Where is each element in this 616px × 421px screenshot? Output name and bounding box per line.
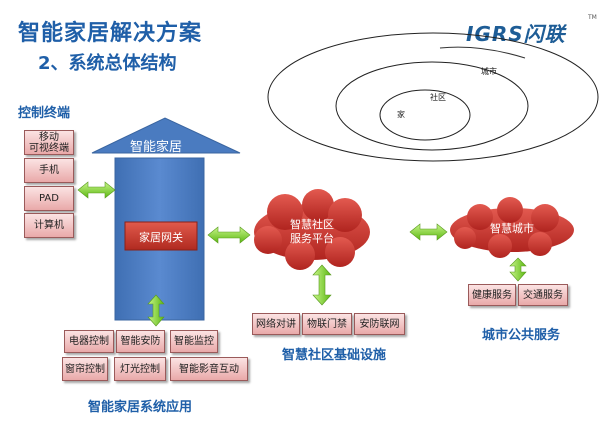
arrow-city-services [509, 257, 527, 282]
community-infra-title: 智慧社区基础设施 [282, 348, 387, 363]
smart-city-label: 智慧城市 [490, 222, 534, 235]
community-cloud-line2: 服务平台 [290, 232, 334, 245]
app-av-interaction: 智能影音互动 [170, 357, 248, 381]
igrs-logo: IGRS闪联 [466, 22, 566, 46]
app-lighting-control: 灯光控制 [114, 357, 166, 381]
city-ring [267, 32, 599, 162]
ring-label-city: 城市 [481, 67, 497, 76]
house-roof [91, 117, 241, 154]
control-terminal-title: 控制终端 [18, 106, 71, 121]
arrow-home-apps [147, 294, 165, 327]
terminal-mobile: 移动 可视终端 [24, 130, 74, 155]
infra-intercom: 网络对讲 [252, 313, 300, 335]
cloud-city [450, 197, 574, 258]
app-curtain-control: 窗帘控制 [62, 357, 108, 381]
trademark: TM [588, 14, 597, 21]
home-apps-title: 智能家居系统应用 [88, 400, 193, 415]
infra-access-control: 物联门禁 [302, 313, 352, 335]
arrow-community-city [409, 223, 448, 241]
slide-title: 智能家居解决方案 [18, 21, 203, 46]
arrow-gateway-community [207, 226, 251, 244]
gateway-label: 家居网关 [139, 231, 183, 244]
infra-security-network: 安防联网 [354, 313, 405, 335]
ring-label-home: 家 [397, 110, 405, 119]
community-platform-label: 智慧社区 服务平台 [280, 218, 344, 246]
terminal-pad: PAD [24, 186, 74, 211]
city-services-title: 城市公共服务 [482, 328, 561, 343]
smart-home-label: 智能家居 [130, 140, 183, 155]
app-smart-monitoring: 智能监控 [170, 330, 218, 353]
slide-subtitle: 2、系统总体结构 [38, 53, 177, 74]
gateway-box [124, 221, 198, 251]
header-line [439, 46, 526, 59]
arrow-community-infra [312, 264, 332, 306]
terminal-computer: 计算机 [24, 213, 74, 238]
terminal-phone: 手机 [24, 158, 74, 183]
app-smart-security: 智能安防 [116, 330, 165, 353]
community-cloud-line1: 智慧社区 [290, 218, 334, 231]
arrow-control-home [77, 181, 116, 199]
cloud-community [254, 189, 370, 270]
city-traffic-service: 交通服务 [518, 284, 568, 306]
community-ring [335, 61, 529, 151]
app-appliance-control: 电器控制 [64, 330, 114, 353]
ring-label-community: 社区 [430, 93, 446, 102]
home-ring [379, 89, 471, 141]
city-health-service: 健康服务 [468, 284, 516, 306]
